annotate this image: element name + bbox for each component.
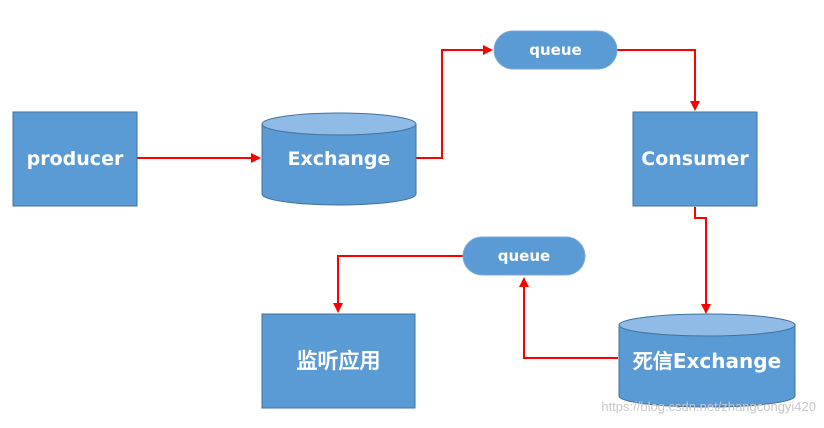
dead-letter-exchange-cylinder: 死信Exchange bbox=[618, 313, 796, 408]
connectors bbox=[137, 45, 711, 359]
arrow-queue-to-consumer bbox=[617, 49, 700, 111]
queue-top-node: queue bbox=[493, 30, 618, 70]
producer-node: producer bbox=[12, 111, 138, 207]
dead-letter-exchange-label: 死信Exchange bbox=[633, 349, 781, 373]
arrow-exchange-to-queue bbox=[415, 45, 493, 159]
queue-bottom-label: queue bbox=[498, 247, 550, 265]
exchange-label: Exchange bbox=[288, 148, 391, 170]
consumer-label: Consumer bbox=[641, 148, 749, 170]
arrow-dlx-to-queue bbox=[519, 277, 618, 359]
queue-bottom-node: queue bbox=[462, 236, 586, 276]
arrow-queue-to-monitor bbox=[333, 255, 463, 313]
producer-label: producer bbox=[27, 148, 124, 170]
monitor-app-label: 监听应用 bbox=[297, 349, 381, 373]
arrow-consumer-to-dlx bbox=[694, 207, 711, 314]
queue-top-label: queue bbox=[529, 41, 581, 59]
consumer-node: Consumer bbox=[632, 111, 758, 207]
exchange-cylinder: Exchange bbox=[261, 112, 417, 206]
watermark-text: https://blog.csdn.net/zhangcongyi420 bbox=[601, 399, 816, 414]
monitor-app-node: 监听应用 bbox=[261, 313, 416, 409]
